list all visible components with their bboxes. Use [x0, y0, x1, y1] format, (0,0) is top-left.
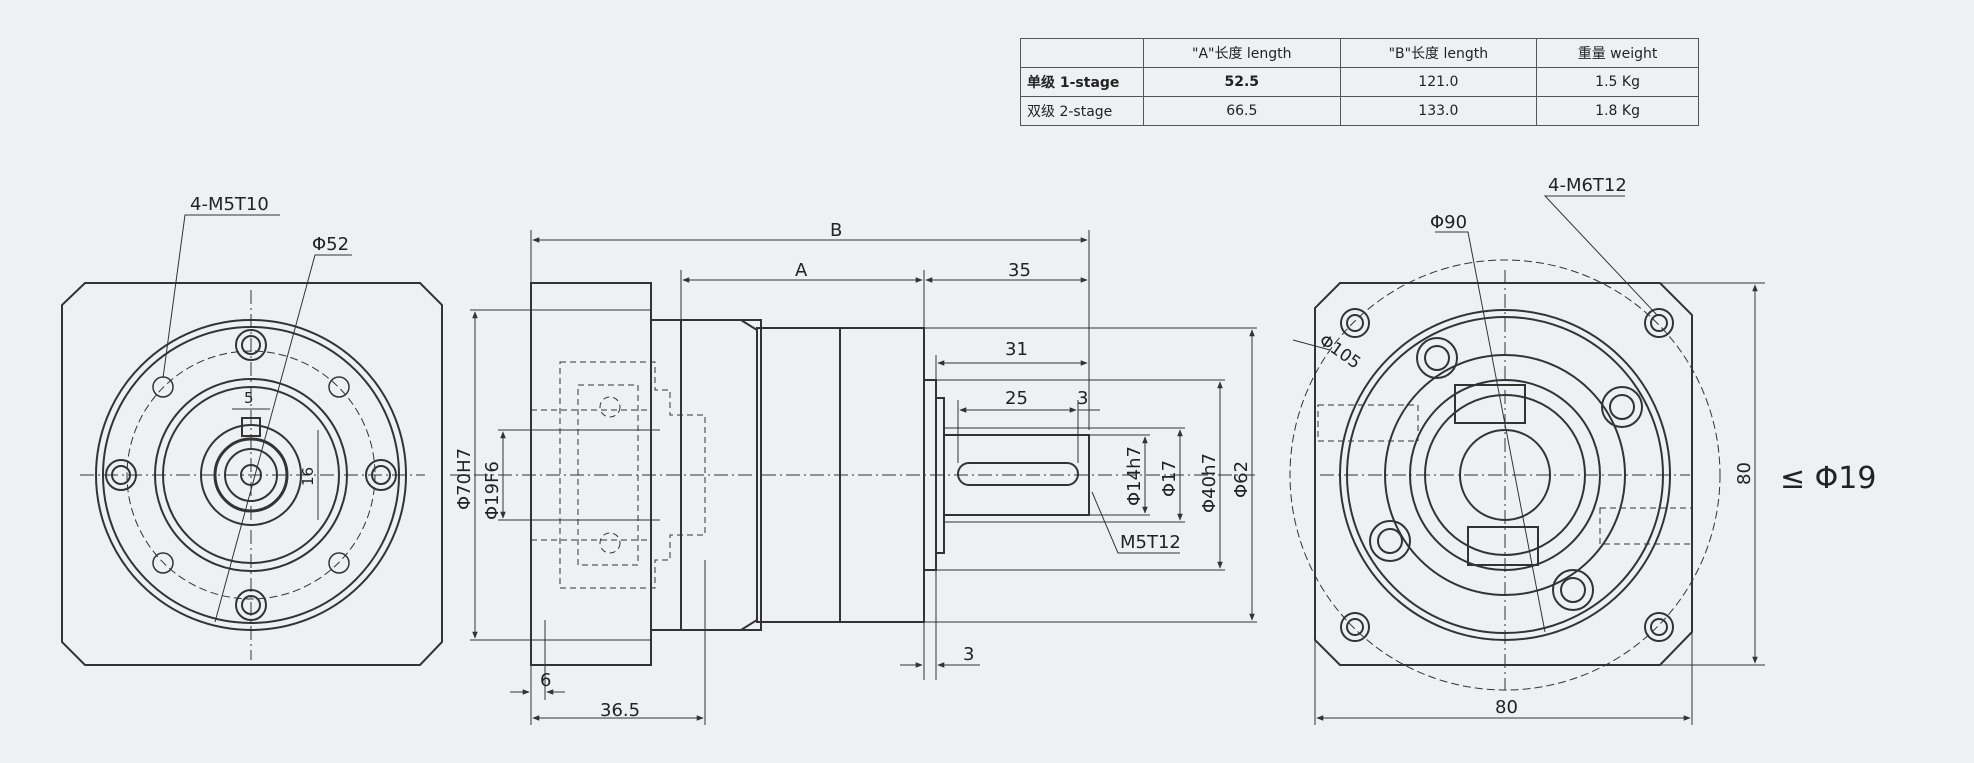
spec-header-weight: 重量 weight	[1536, 38, 1699, 68]
dim-6-label: 6	[540, 670, 551, 691]
side-view	[450, 282, 1255, 666]
front-flange-outline	[61, 282, 443, 666]
front-outer-ring	[95, 319, 407, 631]
front-bolt-holes	[105, 329, 397, 621]
shaft-keyway	[957, 462, 1079, 486]
front-pcd-label: Φ52	[312, 234, 349, 255]
spec-b: 121.0	[1339, 67, 1538, 97]
shaft-diameter-label: Φ14h7	[1124, 446, 1145, 506]
spec-b: 133.0	[1339, 96, 1538, 126]
front-key-height: 16	[299, 467, 317, 486]
front-body-ring	[154, 378, 348, 572]
spec-a: 66.5	[1143, 96, 1341, 126]
bore-label: Φ19F6	[482, 461, 503, 520]
housing-section-2	[680, 319, 762, 631]
front-key-width: 5	[244, 389, 254, 407]
front-pcd-leader	[214, 254, 352, 623]
d40-label: Φ40h7	[1199, 453, 1220, 513]
spec-a: 52.5	[1143, 67, 1341, 97]
spec-row-1-stage: 单级 1-stage 52.5 121.0 1.5 Kg	[1020, 67, 1699, 97]
dim-a-label: A	[795, 260, 808, 281]
spec-header-b: "B"长度 length	[1339, 38, 1538, 68]
rear-view	[1289, 195, 1721, 691]
pilot-label: Φ70H7	[454, 448, 475, 510]
dim-25-label: 25	[1005, 388, 1028, 409]
front-shaft	[213, 437, 289, 513]
input-flange	[530, 282, 652, 666]
dim-36-5-label: 36.5	[600, 700, 640, 721]
hidden-coupling	[531, 361, 706, 589]
rear-pcd90-label: Φ90	[1430, 212, 1467, 233]
d62-label: Φ62	[1231, 461, 1252, 498]
side-dimensions	[470, 230, 1257, 725]
rear-dimensions	[1314, 282, 1765, 725]
input-shaft-note: ≤ Φ19	[1780, 461, 1876, 496]
front-holes-label: 4-M5T10	[190, 194, 269, 215]
front-body-ring-2	[162, 386, 340, 564]
rear-corner-holes	[1340, 308, 1674, 642]
rear-pcd90-leader	[1435, 231, 1546, 633]
spec-row-2-stage: 双级 2-stage 66.5 133.0 1.8 Kg	[1020, 96, 1699, 126]
spec-stage: 双级 2-stage	[1020, 96, 1144, 126]
dim-3-bottom-label: 3	[963, 644, 974, 665]
dim-35-label: 35	[1008, 260, 1031, 281]
dim-b-label: B	[830, 220, 842, 241]
front-pcd-circle	[126, 350, 376, 600]
front-view	[61, 214, 443, 666]
rear-clamp-slot-bottom	[1467, 526, 1539, 566]
dim-3-key-label: 3	[1077, 388, 1088, 409]
front-boss	[200, 424, 302, 526]
front-outer-ring-inner	[102, 326, 400, 624]
spec-header-empty	[1020, 38, 1144, 68]
rear-flange-outline	[1314, 282, 1693, 666]
rear-holes-label: 4-M6T12	[1548, 175, 1627, 196]
front-shaft-core	[224, 448, 278, 502]
d17-label: Φ17	[1159, 460, 1180, 497]
front-holes-leader	[162, 214, 280, 379]
spec-weight: 1.8 Kg	[1536, 96, 1699, 126]
rear-hidden-lines	[1317, 404, 1693, 545]
spec-table: "A"长度 length "B"长度 length 重量 weight 单级 1…	[1020, 38, 1699, 126]
rear-holes-leader	[1543, 195, 1658, 316]
front-shaft-tap	[240, 464, 262, 486]
rear-height-label: 80	[1734, 462, 1755, 485]
tap-label: M5T12	[1120, 532, 1181, 553]
spec-header-a: "A"长度 length	[1143, 38, 1341, 68]
front-key	[241, 417, 261, 437]
spec-stage: 单级 1-stage	[1020, 67, 1144, 97]
spec-weight: 1.5 Kg	[1536, 67, 1699, 97]
rear-clamp-lugs	[1369, 337, 1643, 611]
rear-pcd105-leader	[1292, 339, 1331, 351]
dim-31-label: 31	[1005, 339, 1028, 360]
tap-leader	[1091, 491, 1180, 554]
rear-clamp-slot-top	[1454, 384, 1526, 424]
rear-width-label: 80	[1495, 697, 1518, 718]
spec-header-row: "A"长度 length "B"长度 length 重量 weight	[1020, 38, 1699, 68]
